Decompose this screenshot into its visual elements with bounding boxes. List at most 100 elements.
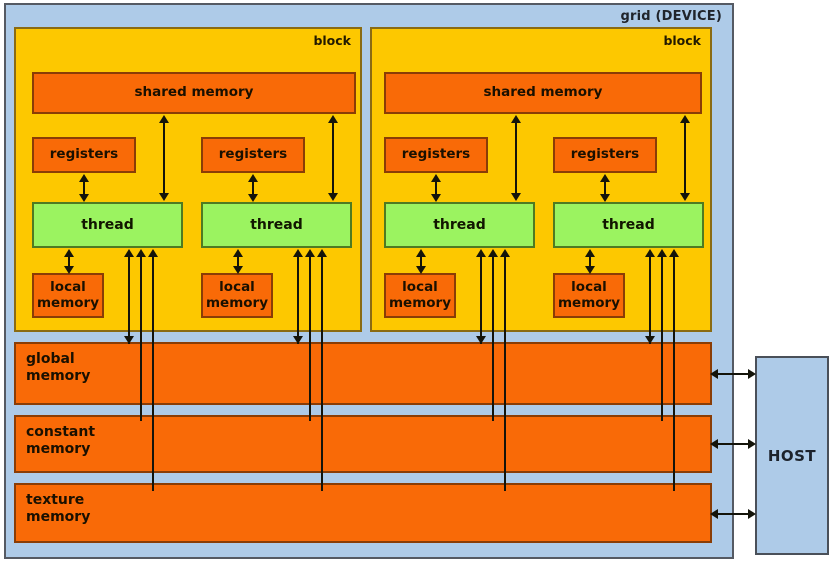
arrow-thread-texture-b1t1 — [673, 256, 675, 491]
arrow-thread-local-b0t1 — [237, 256, 239, 268]
shared-memory-block-1-label: shared memory — [483, 84, 603, 101]
local-memory-block-0-thread-1: local memory — [201, 273, 273, 318]
texture-memory-label-line-1: texture — [26, 492, 85, 508]
arrow-registers-thread-b1t1 — [604, 181, 606, 195]
arrow-up-head-texture-b1t1 — [669, 249, 679, 257]
arrow-left-head-texture-host — [710, 509, 718, 519]
arrow-up-head-thread-local-b1t0 — [416, 249, 426, 257]
thread-block-0-thread-1-label: thread — [250, 217, 303, 233]
arrow-up-head-global-b0t0 — [124, 249, 134, 257]
arrow-right-head-global-host — [748, 369, 756, 379]
arrow-up-head-texture-b1t0 — [500, 249, 510, 257]
shared-memory-block-0: shared memory — [32, 72, 356, 114]
arrow-up-head-constant-b1t0 — [488, 249, 498, 257]
arrow-shared-thread-b1t0 — [515, 122, 517, 194]
arrow-global-host — [716, 373, 754, 375]
arrow-up-head-shared-b0t1 — [328, 115, 338, 123]
shared-memory-block-1: shared memory — [384, 72, 702, 114]
arrow-thread-constant-b0t1 — [309, 256, 311, 421]
arrow-up-head-thread-local-b0t0 — [64, 249, 74, 257]
arrow-down-head-shared-thread-b1t1 — [680, 193, 690, 201]
host-box: HOST — [755, 356, 829, 555]
registers-block-0-thread-0-label: registers — [49, 146, 119, 163]
constant-memory-box: constant memory — [14, 415, 712, 473]
arrow-down-head-shared-thread-b0t1 — [328, 193, 338, 201]
arrow-up-head-thread-local-b1t1 — [585, 249, 595, 257]
arrow-up-head-thread-local-b0t1 — [233, 249, 243, 257]
block-1-label: block — [663, 33, 701, 48]
arrow-up-head-global-b1t0 — [476, 249, 486, 257]
thread-block-1-thread-0-label: thread — [433, 217, 486, 233]
arrow-up-head-global-b1t1 — [645, 249, 655, 257]
grid-device-label: grid (DEVICE) — [620, 9, 722, 24]
arrow-thread-local-b1t0 — [420, 256, 422, 268]
arrow-down-head-local-b1t0 — [416, 266, 426, 274]
arrow-down-head-shared-thread-b0t0 — [159, 193, 169, 201]
registers-block-1-thread-1: registers — [553, 137, 657, 173]
arrow-thread-local-b1t1 — [589, 256, 591, 268]
thread-block-1-thread-1-label: thread — [602, 217, 655, 233]
arrow-down-head-global-b0t0 — [124, 336, 134, 344]
arrow-up-head-shared-b0t0 — [159, 115, 169, 123]
arrow-shared-thread-b0t1 — [332, 122, 334, 194]
arrow-thread-constant-b0t0 — [140, 256, 142, 421]
arrow-down-head-local-b1t1 — [585, 266, 595, 274]
arrow-down-head-global-b1t0 — [476, 336, 486, 344]
arrow-up-head-constant-b0t1 — [305, 249, 315, 257]
arrow-down-head-thread-b1t0 — [431, 194, 441, 202]
global-memory-box: global memory — [14, 342, 712, 405]
local-memory-label-line-2: memory — [36, 294, 100, 311]
registers-block-0-thread-1: registers — [201, 137, 305, 173]
arrow-down-head-global-b1t1 — [645, 336, 655, 344]
global-memory-label-line-1: global — [26, 351, 75, 367]
constant-memory-label-line-1: constant — [26, 424, 96, 440]
local-memory-label-line-1: local — [571, 278, 607, 295]
arrow-thread-global-b0t1 — [297, 256, 299, 344]
arrow-shared-thread-b1t1 — [684, 122, 686, 194]
local-memory-label-line-1: local — [219, 278, 255, 295]
arrow-up-head-global-b0t1 — [293, 249, 303, 257]
thread-block-0-thread-0: thread — [32, 202, 183, 248]
global-memory-label-line-2: memory — [26, 367, 91, 384]
arrow-down-head-global-b0t1 — [293, 336, 303, 344]
local-memory-label-line-1: local — [402, 278, 438, 295]
local-memory-block-1-thread-1: local memory — [553, 273, 625, 318]
arrow-thread-texture-b0t1 — [321, 256, 323, 491]
arrow-down-head-local-b0t1 — [233, 266, 243, 274]
local-memory-block-0-thread-0: local memory — [32, 273, 104, 318]
arrow-registers-thread-b1t0 — [435, 181, 437, 195]
arrow-thread-local-b0t0 — [68, 256, 70, 268]
arrow-thread-texture-b0t0 — [152, 256, 154, 491]
arrow-right-head-texture-host — [748, 509, 756, 519]
arrow-down-head-shared-thread-b1t0 — [511, 193, 521, 201]
constant-memory-label-line-2: memory — [26, 440, 91, 457]
local-memory-block-1-thread-0: local memory — [384, 273, 456, 318]
arrow-up-head-registers-b1t1 — [600, 174, 610, 182]
registers-block-1-thread-0: registers — [384, 137, 488, 173]
thread-block-1-thread-1: thread — [553, 202, 704, 248]
arrow-shared-thread-b0t0 — [163, 122, 165, 194]
arrow-up-head-registers-b0t0 — [79, 174, 89, 182]
thread-block-0-thread-1: thread — [201, 202, 352, 248]
host-label: HOST — [767, 446, 817, 465]
arrow-up-head-texture-b0t0 — [148, 249, 158, 257]
arrow-registers-thread-b0t0 — [83, 181, 85, 195]
arrow-down-head-local-b0t0 — [64, 266, 74, 274]
arrow-up-head-texture-b0t1 — [317, 249, 327, 257]
arrow-thread-constant-b1t0 — [492, 256, 494, 421]
arrow-up-head-constant-b0t0 — [136, 249, 146, 257]
arrow-up-head-shared-b1t1 — [680, 115, 690, 123]
arrow-thread-global-b1t1 — [649, 256, 651, 344]
block-0-label: block — [313, 33, 351, 48]
texture-memory-label-line-2: memory — [26, 508, 91, 525]
arrow-thread-constant-b1t1 — [661, 256, 663, 421]
thread-block-1-thread-0: thread — [384, 202, 535, 248]
arrow-up-head-shared-b1t0 — [511, 115, 521, 123]
arrow-constant-host — [716, 443, 754, 445]
arrow-thread-global-b1t0 — [480, 256, 482, 344]
local-memory-label-line-1: local — [50, 278, 86, 295]
arrow-up-head-registers-b1t0 — [431, 174, 441, 182]
registers-block-1-thread-1-label: registers — [570, 146, 640, 163]
thread-block-0-thread-0-label: thread — [81, 217, 134, 233]
